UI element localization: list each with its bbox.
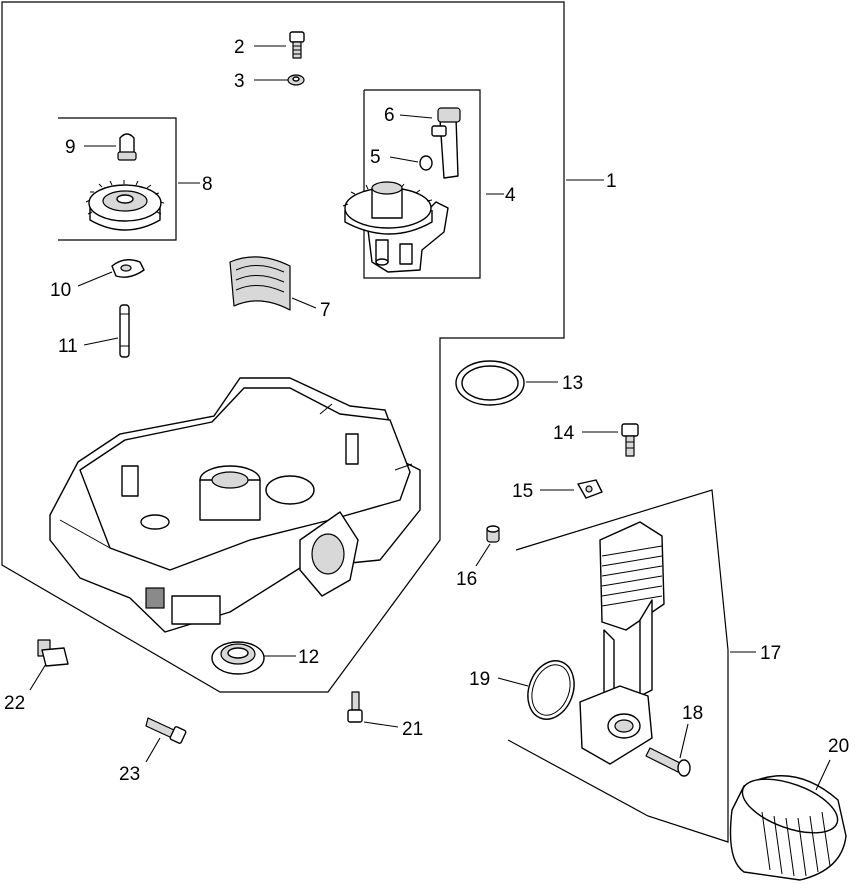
callout-13: 13 xyxy=(562,373,583,394)
callout-5: 5 xyxy=(370,147,381,168)
part-washer-3 xyxy=(287,74,305,86)
part-oil-pump-4 xyxy=(342,181,449,273)
part-oring-19 xyxy=(527,660,575,720)
part-seal-12 xyxy=(211,641,265,675)
part-bolt-2 xyxy=(289,31,305,59)
leader-lines xyxy=(29,45,831,791)
callout-14: 14 xyxy=(553,423,575,444)
part-crankcase-cover xyxy=(49,377,421,633)
part-tube-6 xyxy=(431,107,461,179)
part-gasket-13 xyxy=(455,360,525,406)
part-screen-7 xyxy=(229,256,291,311)
callout-2: 2 xyxy=(234,37,245,58)
callout-4: 4 xyxy=(505,185,516,206)
part-clip-15 xyxy=(577,479,603,499)
part-tab-washer-10 xyxy=(111,259,145,278)
callout-8: 8 xyxy=(202,174,213,195)
part-shaft-11 xyxy=(119,304,130,358)
group-frame-1 xyxy=(1,1,565,693)
callout-18: 18 xyxy=(682,703,703,724)
callout-3: 3 xyxy=(234,71,245,92)
callout-16: 16 xyxy=(456,569,477,590)
part-bolt-23 xyxy=(145,717,187,744)
callout-11: 11 xyxy=(58,336,78,357)
callout-12: 12 xyxy=(298,647,319,668)
callout-17: 17 xyxy=(760,643,781,664)
callout-19: 19 xyxy=(469,669,490,690)
part-oil-filter-20 xyxy=(729,775,847,881)
part-bolt-14 xyxy=(621,423,639,457)
callout-21: 21 xyxy=(402,719,423,740)
callout-6: 6 xyxy=(384,105,395,126)
part-gear-8 xyxy=(85,180,165,231)
group-frame-8 xyxy=(58,117,177,241)
callout-labels: 1 2 3 4 5 6 7 8 9 10 11 12 13 14 15 16 1… xyxy=(4,37,849,785)
callout-1: 1 xyxy=(606,171,617,192)
callout-23: 23 xyxy=(119,764,140,785)
part-bolt-21 xyxy=(347,691,363,723)
part-pin-9 xyxy=(117,133,137,161)
part-plug-16 xyxy=(486,525,500,543)
part-drain-plug-22 xyxy=(37,639,69,667)
callout-7: 7 xyxy=(320,300,331,321)
callout-15: 15 xyxy=(512,481,533,502)
part-oring-5 xyxy=(419,155,433,171)
callout-20: 20 xyxy=(828,736,849,757)
callout-9: 9 xyxy=(65,137,76,158)
callout-10: 10 xyxy=(50,280,71,301)
part-fitting-18 xyxy=(645,747,691,777)
callout-22: 22 xyxy=(4,693,25,714)
part-oil-cooler-17 xyxy=(579,521,665,765)
group-frame-17 xyxy=(507,489,729,843)
